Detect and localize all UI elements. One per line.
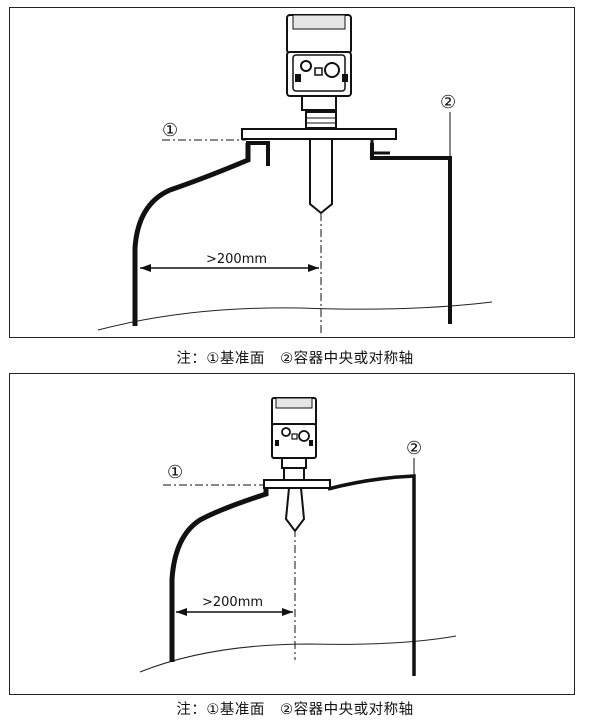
center-axis-marker: ② [440, 92, 456, 113]
liquid-surface-line [97, 301, 493, 331]
installation-diagram-1: >200mm ① ② [97, 14, 493, 334]
caption-1: 注：①基准面 ②容器中央或对称轴 [0, 347, 590, 368]
process-connection [305, 111, 337, 129]
caption-2: 注：①基准面 ②容器中央或对称轴 [0, 698, 590, 719]
radar-sensor-housing [286, 14, 352, 111]
dimension-label: >200mm [206, 252, 267, 267]
liquid-surface-line [139, 635, 457, 673]
diagram-panel-2: >200mm ① ② [9, 373, 575, 695]
tank-wall-right [327, 474, 416, 676]
caption-item-2: ②容器中央或对称轴 [280, 702, 414, 718]
caption-item-1: ①基准面 [206, 351, 265, 367]
caption-prefix: 注： [176, 351, 207, 367]
dimension-arrow [176, 608, 293, 616]
flange-plate [241, 128, 397, 140]
dimension-arrow [140, 264, 319, 272]
diagram-panel-1: >200mm ① ② [9, 7, 575, 338]
reference-plane-marker: ① [167, 462, 183, 483]
caption-item-1: ①基准面 [206, 702, 265, 718]
dimension-label: >200mm [202, 595, 263, 610]
nozzle-left [246, 141, 270, 166]
tank-wall-left [169, 489, 269, 662]
reference-plane-marker: ① [162, 120, 178, 141]
rod-antenna [309, 138, 333, 215]
process-connection [283, 467, 305, 481]
nozzle-right [370, 139, 390, 155]
caption-prefix: 注： [176, 702, 207, 718]
radar-sensor-housing [271, 397, 317, 469]
horn-antenna [284, 487, 306, 533]
tank-wall-left [132, 143, 251, 326]
flange-plate [263, 479, 331, 489]
installation-diagram-2: >200mm ① ② [139, 397, 457, 676]
center-axis-marker: ② [406, 438, 422, 459]
tank-wall-right [370, 143, 452, 324]
caption-item-2: ②容器中央或对称轴 [280, 351, 414, 367]
